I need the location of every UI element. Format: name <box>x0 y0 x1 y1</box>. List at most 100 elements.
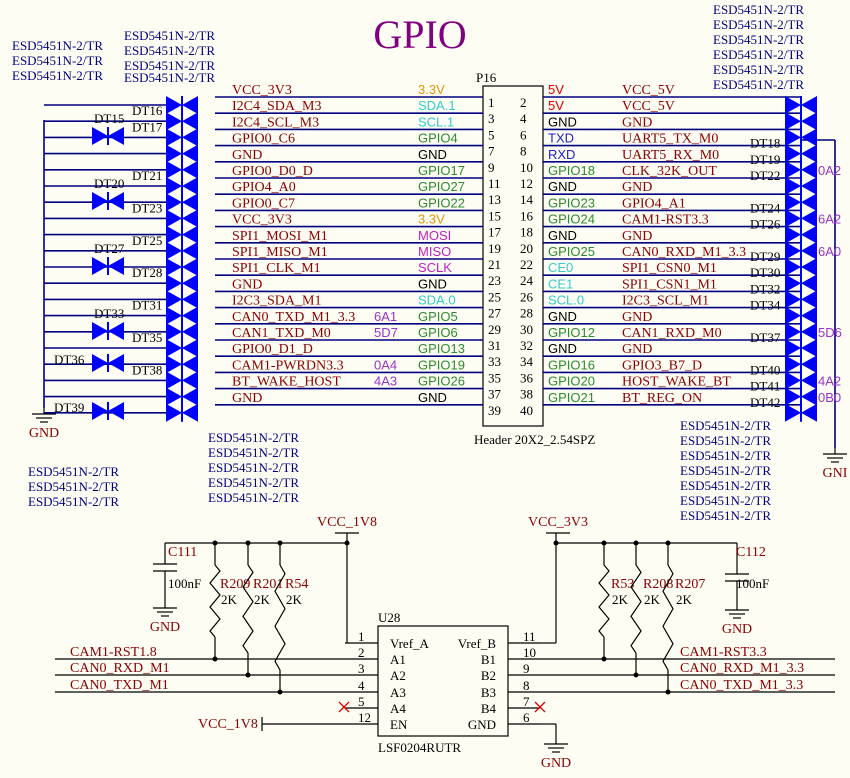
diode-triangle <box>166 258 182 276</box>
diode-triangle <box>785 403 801 422</box>
pin-function-right: GPIO21 <box>548 390 595 405</box>
diode-triangle <box>182 225 198 244</box>
diode-ref: DT17 <box>132 119 163 134</box>
pin-function-right: GPIO25 <box>548 244 595 259</box>
esd-diode-outer <box>92 257 124 275</box>
net-label-right: CAN0_RXD_M1_3.3 <box>622 245 746 260</box>
cap-ref: C112 <box>736 545 766 560</box>
esd-part-label: ESD5451N-2/TR <box>28 494 119 509</box>
diode-triangle <box>785 339 801 357</box>
esd-diode <box>166 339 198 357</box>
net-label-left: GPIO0_C7 <box>232 196 295 211</box>
cross-ref-left: 6A1 <box>374 309 397 324</box>
esd-diode-outer <box>92 354 124 372</box>
pin-number: 34 <box>520 354 534 369</box>
diode-triangle <box>785 128 801 147</box>
diode-triangle <box>182 355 198 374</box>
pin-function-right: GPIO24 <box>548 212 595 227</box>
junction-dot <box>212 656 218 662</box>
esd-part-label: ESD5451N-2/TR <box>680 463 771 478</box>
diode-triangle <box>166 96 182 114</box>
esd-diode <box>166 258 198 276</box>
diode-triangle <box>182 128 198 147</box>
pin-number: 25 <box>488 289 501 304</box>
pin-number: 6 <box>523 710 530 725</box>
pin-number: 4 <box>520 111 527 126</box>
esd-part-label: ESD5451N-2/TR <box>124 58 215 73</box>
resistor-value: 2K <box>612 592 629 607</box>
pin-function-left: GPIO5 <box>418 309 458 324</box>
diode-triangle <box>108 322 124 340</box>
diode-ref: DT29 <box>750 249 780 264</box>
resistor-ref: R54 <box>285 577 308 592</box>
pin-name: B2 <box>481 668 496 683</box>
esd-diode <box>166 160 198 179</box>
net-label-right: GND <box>622 229 652 244</box>
esd-diode <box>166 306 198 325</box>
net-label-right: GND <box>622 310 652 325</box>
pin-function-left: SDA.1 <box>418 98 456 113</box>
cap-value: 100nF <box>736 576 769 591</box>
pin-function-right: 5V <box>548 98 564 113</box>
esd-part-label: ESD5451N-2/TR <box>208 490 299 505</box>
pin-number: 35 <box>488 370 501 385</box>
esd-diode <box>785 355 817 374</box>
diode-triangle <box>166 177 182 195</box>
diode-triangle <box>182 96 198 114</box>
pin-function-left: GPIO22 <box>418 195 465 210</box>
esd-diode <box>785 144 817 163</box>
header-body <box>482 85 544 427</box>
esd-part-label: ESD5451N-2/TR <box>680 448 771 463</box>
resistor-value: 2K <box>254 592 271 607</box>
esd-diode <box>166 225 198 244</box>
diode-ref: DT19 <box>750 152 780 167</box>
diode-triangle <box>785 225 801 244</box>
resistor-value: 2K <box>286 592 303 607</box>
esd-part-label: ESD5451N-2/TR <box>680 493 771 508</box>
esd-part-label: ESD5451N-2/TR <box>680 508 771 523</box>
pin-number: 32 <box>520 338 533 353</box>
pin-number: 3 <box>358 661 365 676</box>
net-label-left: VCC_3V3 <box>232 83 292 98</box>
pin-number: 8 <box>520 144 527 159</box>
esd-diode <box>166 128 198 147</box>
left-ground: GND <box>29 408 59 441</box>
diode-ref: DT35 <box>132 330 162 345</box>
esd-diode <box>785 112 817 131</box>
pin-function-left: SCL.1 <box>418 114 454 129</box>
diode-triangle <box>92 322 108 340</box>
diode-triangle <box>182 241 198 260</box>
junction-dot <box>344 540 350 546</box>
pin-function-left: SCLK <box>418 260 452 275</box>
net-label-left: I2C4_SDA_M3 <box>232 99 321 114</box>
junction-dot <box>601 656 607 662</box>
diode-triangle <box>166 274 182 293</box>
diode-ref: DT40 <box>750 362 780 377</box>
diode-triangle <box>182 306 198 325</box>
esd-diode <box>785 193 817 212</box>
net-label-right: GND <box>622 342 652 357</box>
net-label-right: BT_REG_ON <box>622 391 702 406</box>
diode-triangle <box>801 306 817 325</box>
no-connect-mark <box>534 701 546 713</box>
pin-number: 18 <box>520 225 533 240</box>
esd-part-label: ESD5451N-2/TR <box>680 478 771 493</box>
pin-number: 10 <box>523 645 536 660</box>
pin-number: 31 <box>488 338 501 353</box>
diode-ref: DT38 <box>132 362 162 377</box>
net-label-left: CAN1_TXD_M0 <box>232 326 331 341</box>
pin-function-right: RXD <box>548 147 575 162</box>
esd-diode <box>785 177 817 195</box>
net-label-right: VCC_5V <box>622 83 675 98</box>
signal-label-left: CAN0_TXD_M1 <box>70 678 169 693</box>
net-label-right: CLK_32K_OUT <box>622 164 717 179</box>
esd-diode-outer <box>92 322 124 340</box>
diode-ref: DT34 <box>750 298 781 313</box>
net-label-right: UART5_TX_M0 <box>622 132 718 147</box>
pin-number: 12 <box>358 710 371 725</box>
diode-triangle <box>92 192 108 210</box>
pin-function-right: CE0 <box>548 260 573 275</box>
diode-triangle <box>166 209 182 228</box>
diode-triangle <box>182 258 198 276</box>
pin-number: 11 <box>488 176 501 191</box>
